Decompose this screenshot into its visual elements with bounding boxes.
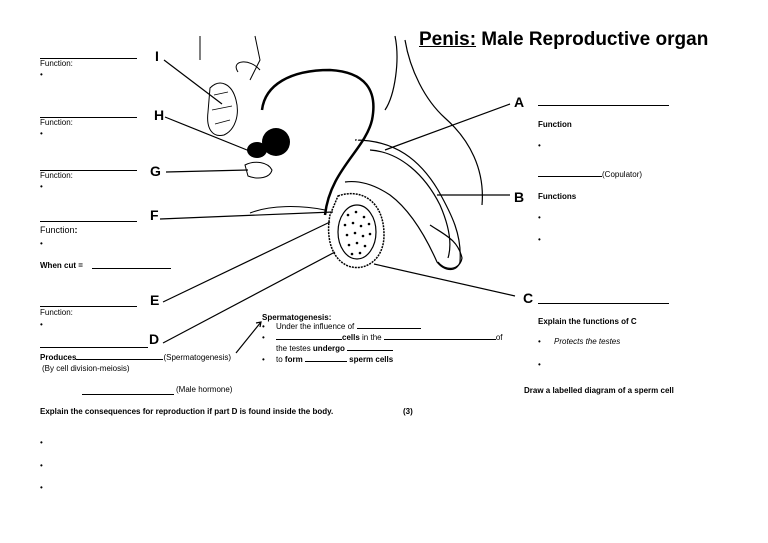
- answer-line-e[interactable]: [40, 306, 137, 307]
- bullet-a: •: [538, 141, 541, 150]
- consequence-question: Explain the consequences for reproductio…: [40, 407, 334, 416]
- label-c: C: [523, 290, 534, 306]
- hormone-line[interactable]: [82, 394, 174, 395]
- vas-deferens: [260, 68, 375, 216]
- pointer-lines: [159, 59, 516, 354]
- label-g: G: [150, 163, 161, 179]
- undergo-label: undergo: [312, 344, 345, 353]
- page-title-part2: Male Reproductive organ: [476, 29, 709, 50]
- bladder-fold: [211, 91, 233, 125]
- when-cut-label: When cut =: [40, 261, 83, 270]
- the-testes-label: the testes: [276, 344, 311, 353]
- label-d: D: [149, 331, 160, 347]
- vas-deferens-inner: [267, 75, 368, 216]
- testis-dots: [343, 210, 372, 256]
- sperm-blank-3[interactable]: [383, 339, 496, 340]
- produces-label: Produces: [40, 353, 77, 362]
- label-f: F: [150, 207, 159, 223]
- label-b: B: [514, 189, 525, 205]
- answer-line-f[interactable]: [40, 221, 137, 222]
- sperm-bullet-3: •: [262, 355, 265, 364]
- answer-line-h[interactable]: [40, 117, 137, 118]
- answer-line-c[interactable]: [538, 303, 669, 304]
- of-label: of: [495, 333, 503, 342]
- answer-bullet-1: •: [40, 438, 43, 447]
- sperm-line-3: the testes undergo: [276, 344, 394, 353]
- bullet-b1: •: [538, 213, 541, 222]
- page-title-part1: Penis:: [419, 29, 477, 50]
- function-label-e: Function:: [40, 308, 73, 317]
- gland-3: [244, 161, 273, 179]
- bullet-h: •: [40, 129, 43, 138]
- gland-2: [247, 142, 267, 158]
- label-e: E: [150, 292, 160, 308]
- function-label-a: Function: [538, 120, 572, 129]
- body-contour: [384, 35, 483, 206]
- spermatogenesis-heading: Spermatogenesis:: [262, 313, 332, 322]
- copulator-row: (Copulator): [538, 170, 642, 179]
- bullet-f: •: [40, 239, 43, 248]
- when-cut-line[interactable]: [92, 268, 171, 269]
- page-title: Penis: Male Reproductive organ: [419, 29, 708, 51]
- bladder: [207, 82, 238, 137]
- explain-c-label: Explain the functions of C: [538, 317, 637, 326]
- answer-line-i[interactable]: [40, 58, 137, 59]
- produces-line[interactable]: [76, 359, 164, 360]
- body-outline: [199, 35, 261, 81]
- to-label: to: [276, 355, 283, 364]
- bullet-g: •: [40, 182, 43, 191]
- testis: [337, 204, 377, 260]
- spermatogenesis-paren: (Spermatogenesis): [163, 353, 232, 362]
- bullet-i: •: [40, 70, 43, 79]
- function-label-f-colon: :: [74, 225, 78, 235]
- sperm-cells-label: sperm cells: [349, 355, 394, 364]
- function-label-f: Function:: [40, 225, 78, 235]
- sperm-blank-4[interactable]: [347, 350, 394, 351]
- function-label-g: Function:: [40, 171, 73, 180]
- answer-line-d[interactable]: [40, 347, 148, 348]
- sperm-bullet-2: •: [262, 333, 265, 342]
- answer-line-a[interactable]: [538, 105, 669, 106]
- label-i: I: [155, 48, 159, 64]
- answer-bullet-2: •: [40, 461, 43, 470]
- function-label-f-text: Function: [40, 225, 75, 235]
- sperm-blank-2[interactable]: [276, 339, 342, 340]
- label-a: A: [514, 94, 525, 110]
- bullet-c1: •: [538, 337, 541, 346]
- produces-row: Produces (Spermatogenesis): [40, 353, 231, 362]
- answer-line-g[interactable]: [40, 170, 137, 171]
- sperm-line-4: to form sperm cells: [276, 355, 393, 364]
- gland-1: [262, 128, 290, 156]
- draw-sperm-instruction: Draw a labelled diagram of a sperm cell: [524, 386, 674, 395]
- form-label: form: [284, 355, 303, 364]
- penis-outline: [344, 139, 461, 271]
- cell-division-note: (By cell division-meiosis): [42, 364, 130, 373]
- sperm-blank-5[interactable]: [304, 361, 347, 362]
- bullet-b2: •: [538, 235, 541, 244]
- bullet-c2: •: [538, 360, 541, 369]
- function-label-h: Function:: [40, 118, 73, 127]
- bullet-e: •: [40, 320, 43, 329]
- in-the-label: in the: [362, 333, 382, 342]
- label-h: H: [154, 107, 165, 123]
- functions-label-b: Functions: [538, 192, 577, 201]
- sperm-bullet-1: •: [262, 322, 265, 331]
- sperm-line-2: cells in the of: [276, 333, 503, 342]
- sperm-blank-1[interactable]: [356, 328, 421, 329]
- sperm-line-1: Under the influence of: [276, 322, 421, 331]
- cells-label: cells: [342, 333, 360, 342]
- base: [249, 206, 326, 214]
- answer-bullet-3: •: [40, 483, 43, 492]
- function-label-i: Function:: [40, 59, 73, 68]
- protects-testes-text: Protects the testes: [554, 337, 621, 346]
- male-hormone-label: (Male hormone): [176, 385, 233, 394]
- question-marks: (3): [403, 407, 413, 416]
- urethra: [369, 149, 451, 259]
- sperm-line-1-text: Under the influence of: [276, 322, 355, 331]
- copulator-line[interactable]: [538, 176, 602, 177]
- glans: [429, 224, 463, 269]
- copulator-label: (Copulator): [602, 170, 643, 179]
